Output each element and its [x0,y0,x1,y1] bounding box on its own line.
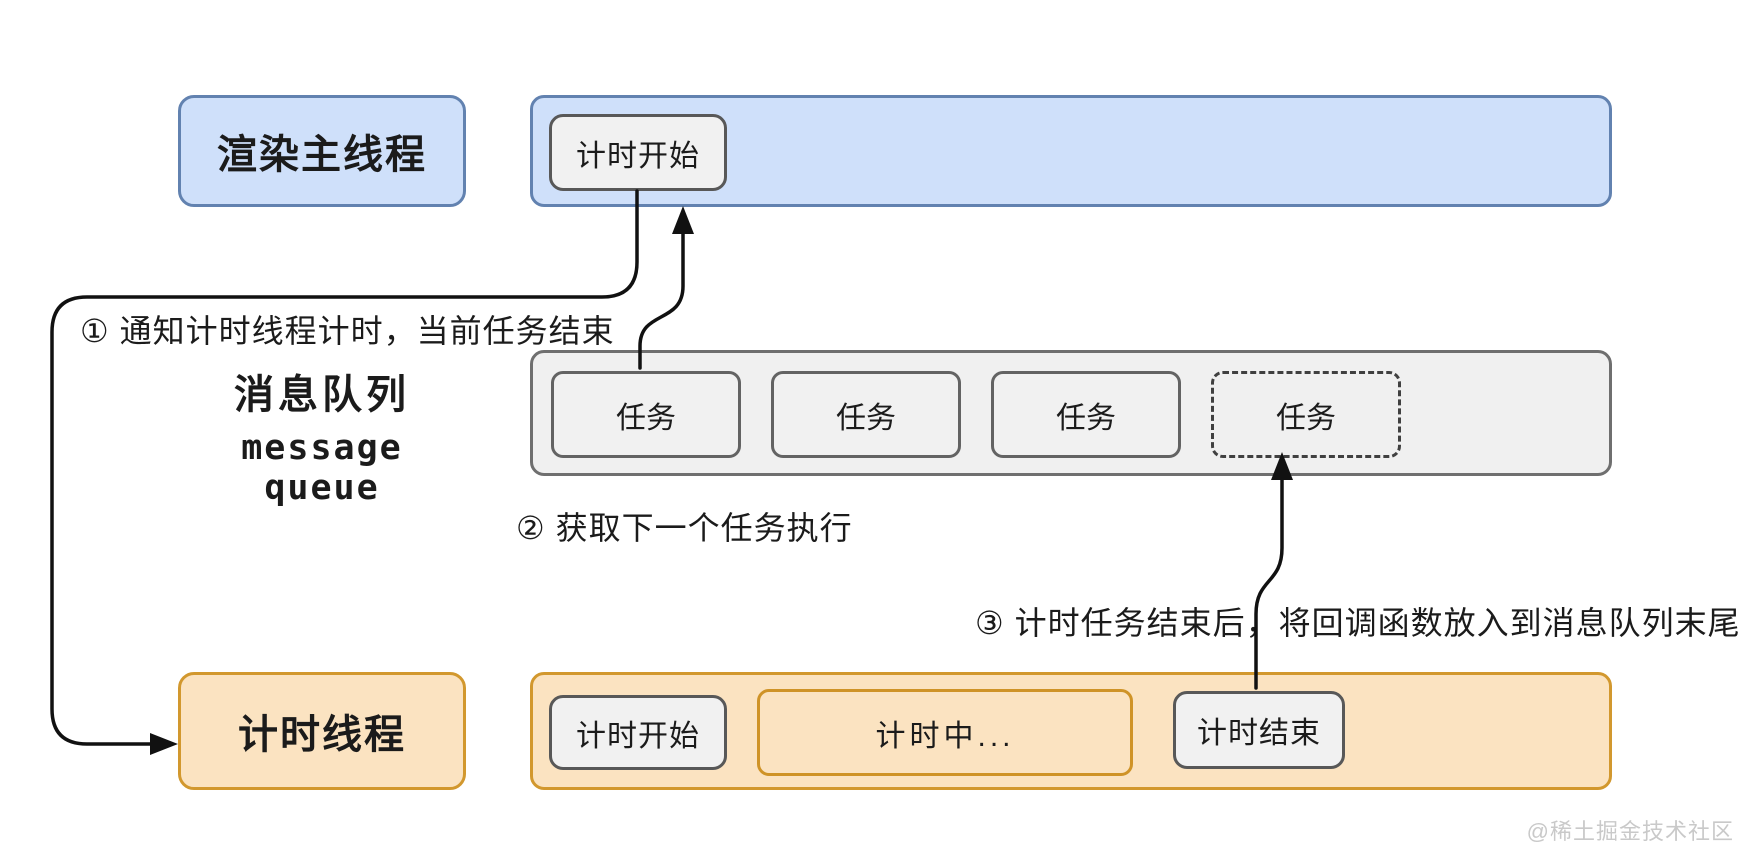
timer-thread-label: 计时线程 [238,713,406,757]
queue-label-en: message queue [241,428,403,508]
callback-enqueue-connector [1254,476,1284,690]
timer-end-chip-label: 计时结束 [1197,717,1321,750]
timer-thread-bar: 计时开始 计时中... 计时结束 [530,672,1612,790]
timer-start-chip-bottom: 计时开始 [549,695,727,770]
timer-start-chip-main: 计时开始 [549,114,727,191]
timer-running-box-label: 计时中... [875,719,1015,753]
task-box-2-label: 任务 [836,401,896,435]
renderer-thread-label: 渲染主线程 [217,133,427,177]
task-box-1: 任务 [551,371,741,458]
notify-timer-arrowhead [150,733,178,755]
next-task-arrow [638,230,685,370]
task-box-2: 任务 [771,371,961,458]
task-box-pending: 任务 [1211,371,1401,458]
message-queue-bar: 任务 任务 任务 任务 [530,350,1612,476]
task-box-3-label: 任务 [1056,401,1116,435]
timer-end-chip: 计时结束 [1173,691,1345,769]
task-box-1-label: 任务 [616,401,676,435]
watermark: @稀土掘金技术社区 [1526,819,1734,844]
next-task-arrowhead [672,206,694,234]
timer-running-box: 计时中... [757,689,1133,776]
task-box-pending-label: 任务 [1276,401,1336,435]
step1-annotation: ① 通知计时线程计时，当前任务结束 [80,313,615,349]
timer-thread-box: 计时线程 [178,672,466,790]
task-box-3: 任务 [991,371,1181,458]
queue-label: 消息队列 message queue [178,362,466,508]
main-thread-bar: 计时开始 [530,95,1612,207]
queue-label-cn: 消息队列 [234,373,410,417]
timer-start-chip-main-label: 计时开始 [576,139,700,173]
renderer-thread-box: 渲染主线程 [178,95,466,207]
step3-annotation: ③ 计时任务结束后，将回调函数放入到消息队列末尾 [975,605,1740,641]
timer-start-chip-bottom-label: 计时开始 [576,719,700,753]
step2-annotation: ② 获取下一个任务执行 [516,510,853,546]
